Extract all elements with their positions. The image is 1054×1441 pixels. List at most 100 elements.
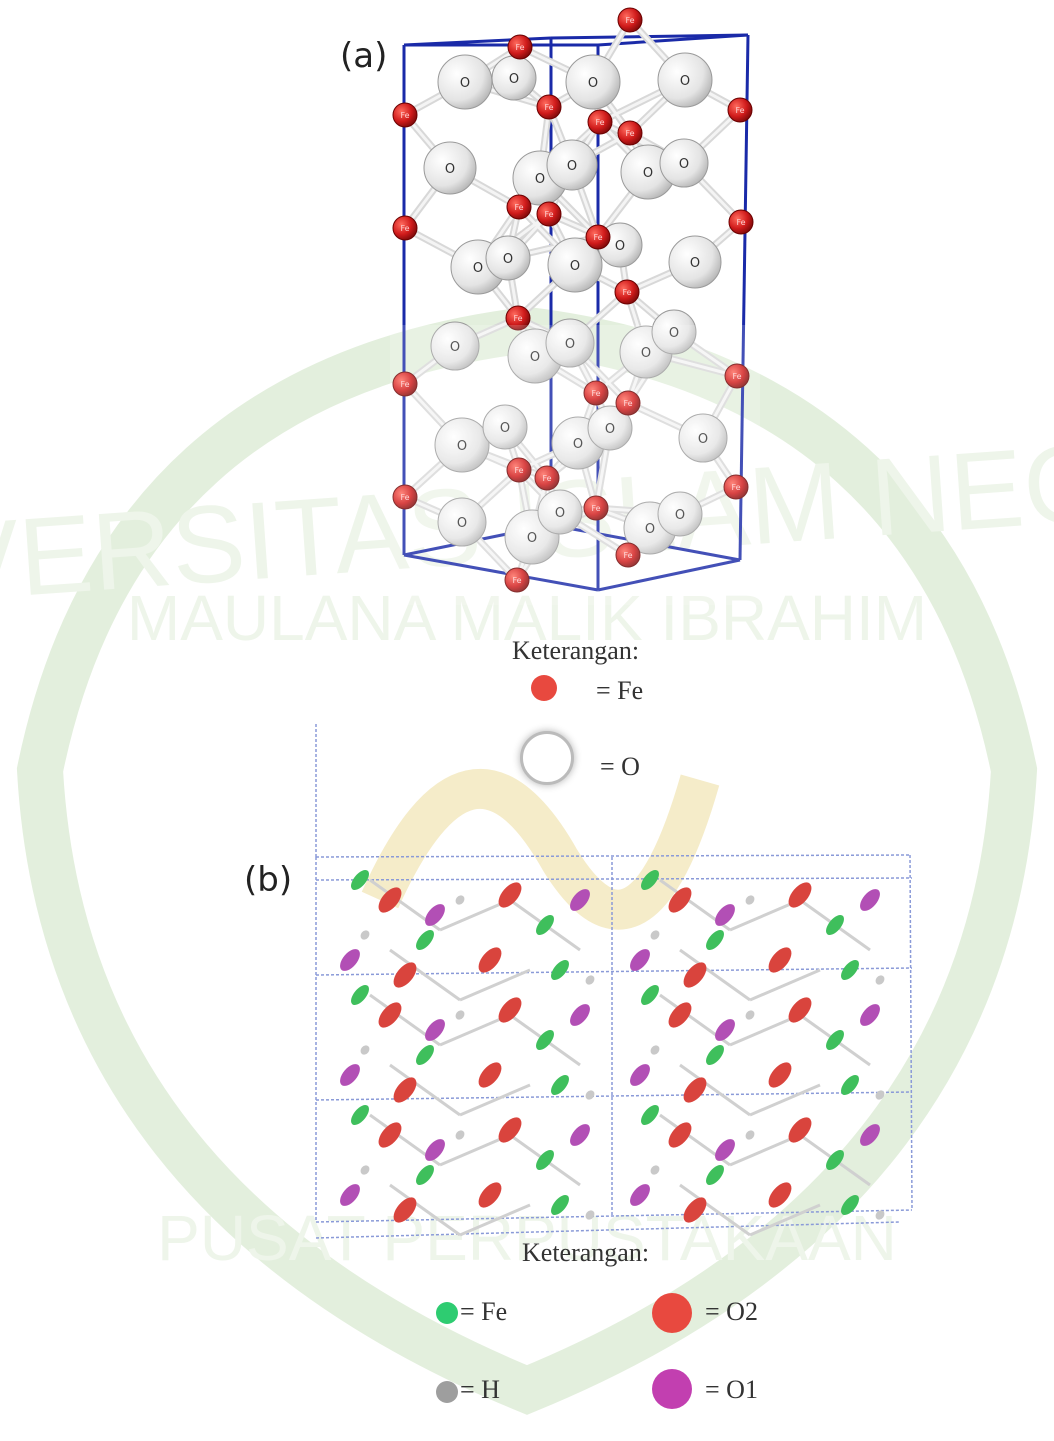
- o-atom: [537, 489, 583, 535]
- h-atom: [585, 1210, 595, 1220]
- h-atom: [650, 1045, 660, 1055]
- o-atom-label: O: [535, 172, 545, 187]
- supercell-bond: [679, 1063, 751, 1117]
- fe-atom: [392, 102, 418, 128]
- fe-atom: [585, 224, 611, 250]
- o-atom-label: O: [530, 350, 540, 365]
- fe-atom: [416, 930, 434, 950]
- o1-atom: [860, 1004, 880, 1026]
- fe-atom-label: Fe: [542, 474, 551, 483]
- fe-atom: [583, 380, 609, 406]
- supercell-bond: [459, 1203, 531, 1237]
- supercell-bond: [729, 898, 801, 932]
- fe-atom: [841, 960, 859, 980]
- o2-atom: [393, 1077, 417, 1103]
- h-atom: [455, 895, 465, 905]
- supercell-bond: [389, 1183, 461, 1237]
- o-atom-label: O: [675, 508, 685, 523]
- o-atom: [668, 235, 722, 289]
- o-atom-label: O: [565, 337, 575, 352]
- o-atom: [547, 237, 603, 293]
- fe-atom: [505, 305, 531, 331]
- o-atom-label: O: [573, 437, 583, 452]
- o2-atom: [788, 882, 812, 908]
- fe-atom-label: Fe: [622, 288, 631, 297]
- panel-a-label: (a): [340, 36, 388, 76]
- o-atom: [678, 413, 728, 463]
- fe-atom: [551, 960, 569, 980]
- fe-atom: [534, 465, 560, 491]
- fe-atom: [641, 870, 659, 890]
- fe-atom-label: Fe: [515, 43, 524, 52]
- o2-atom: [498, 1117, 522, 1143]
- fe-atom-label: Fe: [591, 504, 600, 513]
- h-atom: [875, 1090, 885, 1100]
- supercell-edge: [315, 1209, 913, 1223]
- panel-a-legend-title: Keterangan:: [512, 636, 640, 665]
- fe-atom-label: Fe: [400, 380, 409, 389]
- o-atom-label: O: [643, 166, 653, 181]
- o-atom-label: O: [680, 74, 690, 89]
- fe-atom-label: Fe: [625, 129, 634, 138]
- o-atom: [657, 52, 713, 108]
- fe-atom: [617, 7, 643, 33]
- fe-atom-label: Fe: [623, 551, 632, 560]
- panel-b-label: (b): [244, 860, 293, 900]
- fe-atom: [724, 363, 750, 389]
- o-atom: [545, 318, 595, 368]
- fe-atom: [841, 1075, 859, 1095]
- o-atom-label: O: [605, 422, 615, 437]
- o-atom: [587, 405, 633, 451]
- o-atom-label: O: [500, 421, 510, 436]
- fe-atom: [392, 484, 418, 510]
- o-atom-label: O: [679, 157, 689, 172]
- fe-atom: [536, 1030, 554, 1050]
- h-atom: [455, 1010, 465, 1020]
- o2-atom: [498, 882, 522, 908]
- o-atom-label: O: [698, 432, 708, 447]
- h-atom: [585, 1090, 595, 1100]
- o-atom-label: O: [445, 162, 455, 177]
- h-atom: [745, 895, 755, 905]
- h-atom: [875, 1210, 885, 1220]
- supercell-edge: [315, 967, 913, 976]
- o-atom-label: O: [567, 159, 577, 174]
- o-atom: [437, 497, 487, 547]
- o2-atom: [768, 1062, 792, 1088]
- panel-b-legend-title: Keterangan:: [522, 1238, 650, 1267]
- fe-atom-label: Fe: [595, 118, 604, 127]
- fe-atom: [614, 279, 640, 305]
- fe-atom: [826, 1030, 844, 1050]
- o1-atom: [860, 1124, 880, 1146]
- fe-atom: [506, 457, 532, 483]
- fe-atom-label: Fe: [544, 210, 553, 219]
- o1-atom: [425, 904, 445, 926]
- o2-atom: [788, 1117, 812, 1143]
- o2-atom: [668, 1002, 692, 1028]
- o1-atom: [715, 1139, 735, 1161]
- fe-atom: [727, 97, 753, 123]
- o-atom-label: O: [457, 516, 467, 531]
- fe-atom-label: Fe: [623, 399, 632, 408]
- fe-atom-label: Fe: [593, 233, 602, 242]
- supercell-bond: [389, 1063, 461, 1117]
- watermark-calligraphy: [361, 769, 720, 930]
- o2-atom: [478, 1062, 502, 1088]
- fe-atom-label: Fe: [735, 106, 744, 115]
- o2-atom: [668, 887, 692, 913]
- o1-atom: [630, 949, 650, 971]
- supercell-bond: [439, 898, 511, 932]
- fe-atom-label: Fe: [400, 111, 409, 120]
- o-atom-label: O: [457, 439, 467, 454]
- o-atom-label: O: [460, 76, 470, 91]
- h-atom: [455, 1130, 465, 1140]
- supercell-edge: [909, 854, 913, 1211]
- panel-b-o1-swatch: [652, 1369, 692, 1409]
- o1-atom: [340, 949, 360, 971]
- supercell-bond: [439, 1133, 511, 1167]
- panel-a-fe-swatch: [531, 675, 557, 701]
- supercell-bond: [729, 1013, 801, 1047]
- fe-atom-label: Fe: [625, 16, 634, 25]
- fe-atom: [506, 194, 532, 220]
